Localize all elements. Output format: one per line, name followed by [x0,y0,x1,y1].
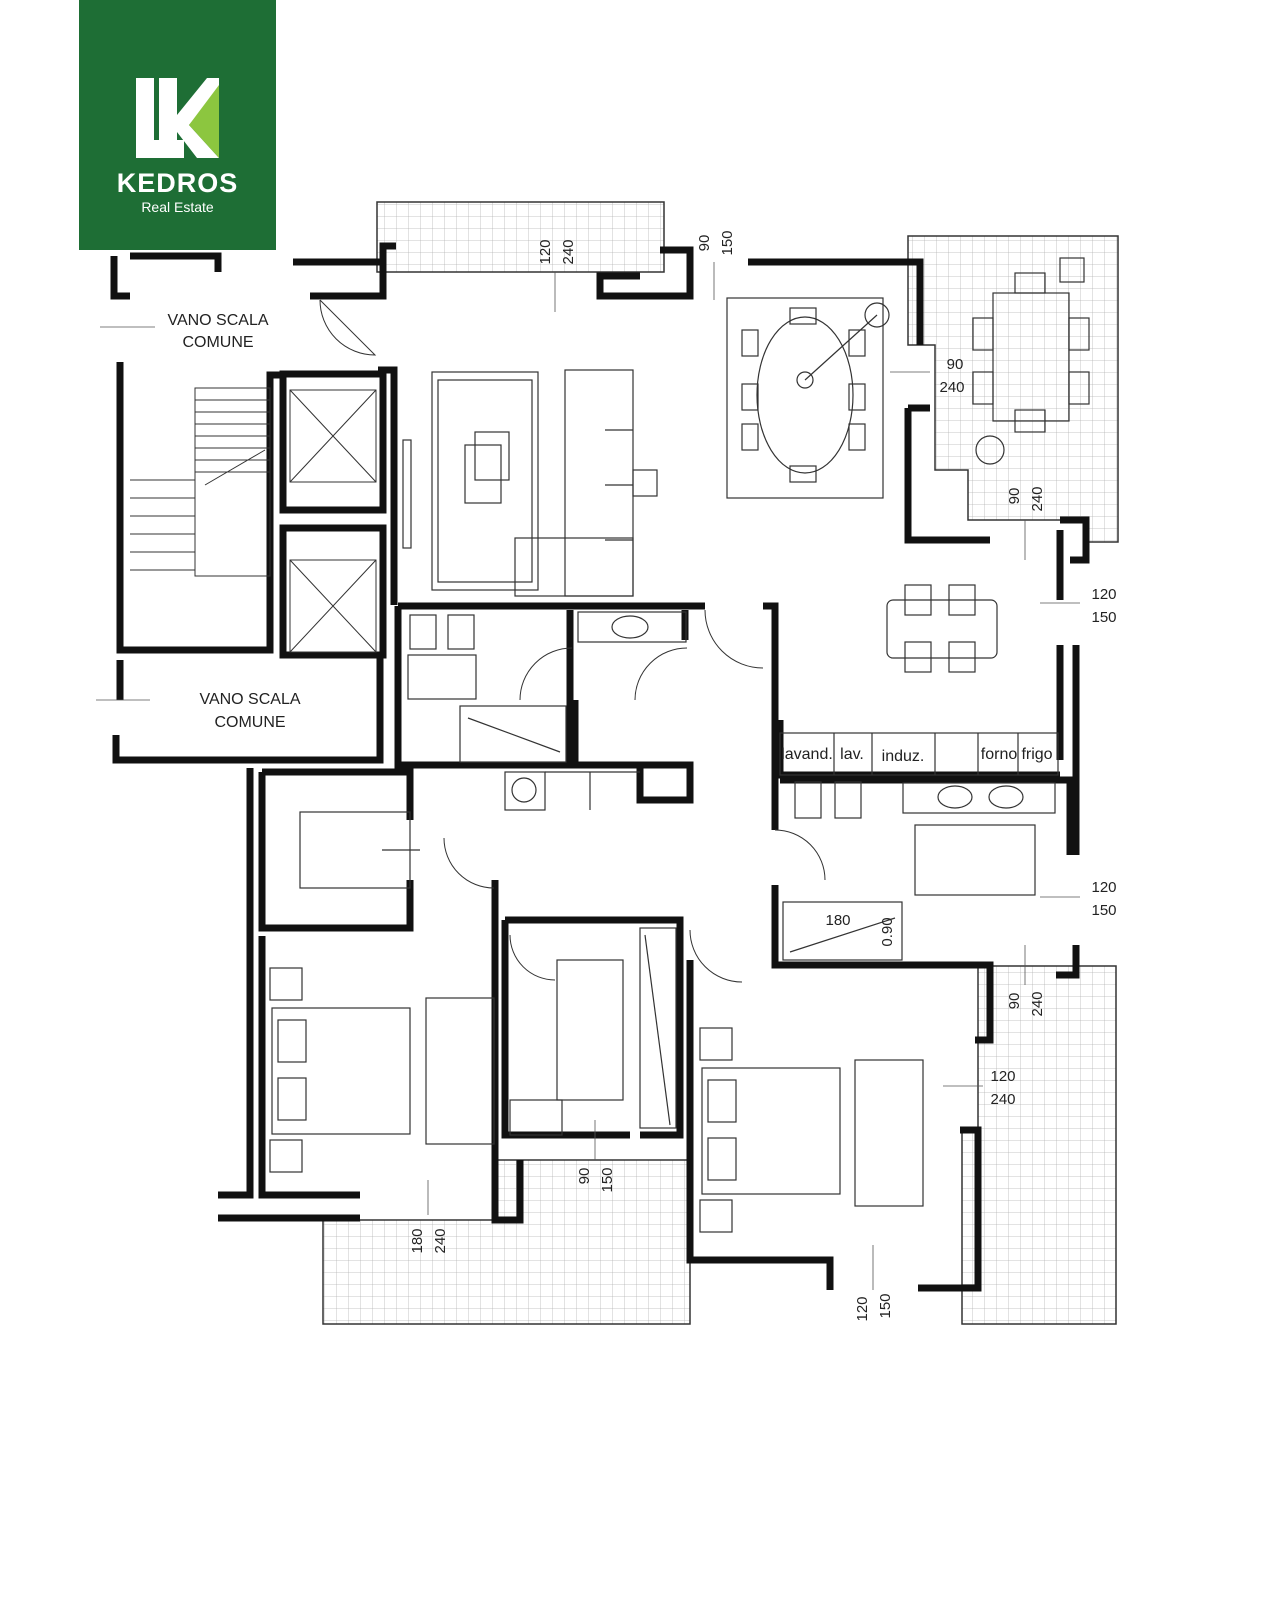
kitchen-lavand-label: lavand. [781,746,833,763]
dim-shower-wid: 0.90 [879,917,896,946]
sofa [564,369,634,597]
kitchen-induz-label: induz. [882,748,925,765]
kedros-monogram-icon [136,78,219,158]
right-terrace [907,235,1119,543]
dim-small-win-b: 150 [599,1167,616,1192]
stair-label-top-1: VANO SCALA [167,312,268,329]
living-rug [431,371,539,591]
dimension-lines [96,262,1080,1290]
dim-shower-len: 180 [825,912,850,929]
brand-name: KEDROS [116,168,239,198]
dim-bed1-door-a: 180 [409,1228,426,1253]
elevators [289,389,377,653]
dim-small-win-a: 90 [576,1168,593,1185]
dim-bath-win-b: 150 [1091,902,1116,919]
dim-bed1-door-b: 240 [432,1228,449,1253]
door-swings [319,299,826,983]
dining-table-oval [756,316,854,474]
balcony-areas [322,201,1119,1325]
kedros-logo: KEDROS Real Estate [79,0,276,250]
dim-terrace-door-a: 90 [1006,488,1023,505]
kitchen-frigo-label: frigo [1021,746,1052,763]
double-bed-right [701,1067,841,1195]
dim-bed2-bottom-b: 150 [877,1293,894,1318]
kitchen-lav-label: lav. [840,746,864,763]
dim-top-window-b: 150 [719,230,736,255]
dim-kitchen-win-b: 150 [1091,609,1116,626]
dining-rug [726,297,884,499]
dim-terrace-door-b: 240 [1029,486,1046,511]
dim-top-window-a: 90 [696,235,713,252]
dim-bed2-win-a: 120 [990,1068,1015,1085]
dim-top-balcony-a: 120 [537,239,554,264]
dim-bath-win-a: 120 [1091,879,1116,896]
stair-label-bottom-2: COMUNE [214,714,285,731]
brand-tagline: Real Estate [141,199,214,215]
walls [110,242,1090,1292]
staircase [130,387,271,577]
dim-kitchen-win-a: 120 [1091,586,1116,603]
double-bed-left [271,1007,411,1135]
top-balcony [376,201,665,273]
dim-dining-a: 90 [947,356,964,373]
wardrobe [639,927,677,1129]
dim-bed2-door-a: 90 [1006,993,1023,1010]
kitchen-forno-label: forno [981,746,1018,763]
bottom-right-terrace [961,965,1117,1325]
dim-bed2-win-b: 240 [990,1091,1015,1108]
kitchen-counter [779,732,1059,776]
stair-label-bottom-1: VANO SCALA [199,691,300,708]
bottom-middle-balcony [322,1159,691,1325]
kitchen-table [886,599,998,659]
furniture [269,257,1090,1233]
dim-dining-b: 240 [939,379,964,396]
dim-top-balcony-b: 240 [560,239,577,264]
dim-bed2-bottom-a: 120 [854,1296,871,1321]
dim-bed2-door-b: 240 [1029,991,1046,1016]
single-bed [556,959,624,1101]
shower-tray [782,901,903,961]
stair-label-top-2: COMUNE [182,334,253,351]
